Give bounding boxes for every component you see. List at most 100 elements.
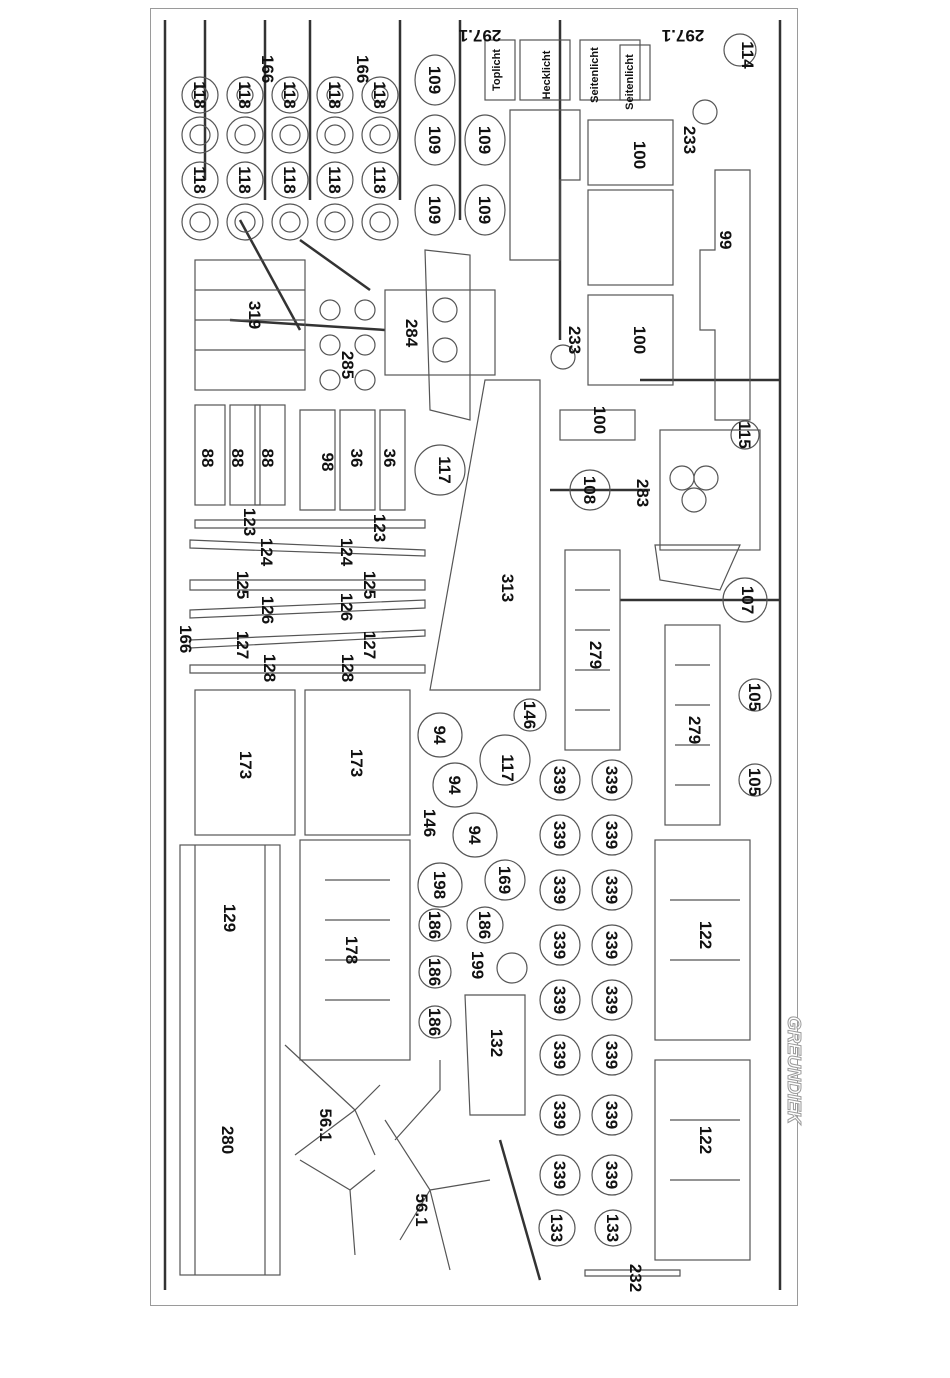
label-319: 319 xyxy=(245,301,264,329)
label-186: 186 xyxy=(425,1008,444,1036)
label-233: 233 xyxy=(680,126,699,154)
label-339: 339 xyxy=(602,931,621,959)
part-88-group xyxy=(194,404,286,506)
label-339: 339 xyxy=(602,766,621,794)
label-283: 283 xyxy=(633,479,652,507)
strip-parts-group xyxy=(189,519,426,674)
label-seitenlicht-2: Seitenlicht xyxy=(624,54,636,110)
part-285-group xyxy=(319,299,376,391)
label-166c: 166 xyxy=(176,625,195,653)
label-232: 232 xyxy=(626,1264,645,1292)
label-114: 114 xyxy=(738,41,757,69)
part-100-group xyxy=(559,119,674,441)
label-100: 100 xyxy=(630,141,649,169)
etch-sheet xyxy=(150,8,798,1306)
label-123: 123 xyxy=(240,508,259,536)
label-122: 122 xyxy=(696,1126,715,1154)
label-118: 118 xyxy=(280,166,299,193)
label-118: 118 xyxy=(325,166,344,193)
label-339: 339 xyxy=(602,1101,621,1129)
label-107: 107 xyxy=(738,586,757,614)
label-297-1b: 297.1 xyxy=(662,26,705,45)
part-319-group xyxy=(194,259,306,391)
label-339: 339 xyxy=(602,986,621,1014)
part-173-group xyxy=(194,689,411,836)
label-339: 339 xyxy=(550,1041,569,1069)
label-118: 118 xyxy=(235,166,254,193)
label-173: 173 xyxy=(347,749,366,777)
label-88: 88 xyxy=(228,449,247,468)
label-98: 98 xyxy=(318,453,337,472)
label-339: 339 xyxy=(602,876,621,904)
label-133: 133 xyxy=(547,1214,566,1242)
label-280: 280 xyxy=(218,1126,237,1154)
part-129-280-group xyxy=(179,844,281,1276)
label-124: 124 xyxy=(257,538,276,567)
label-285: 285 xyxy=(338,351,357,379)
label-339: 339 xyxy=(550,876,569,904)
label-233: 233 xyxy=(565,326,584,354)
label-36: 36 xyxy=(380,449,399,468)
label-toplicht: Toplicht xyxy=(491,49,503,91)
label-125: 125 xyxy=(233,571,252,599)
label-339: 339 xyxy=(550,931,569,959)
label-56-1: 56.1 xyxy=(412,1193,431,1226)
label-123: 123 xyxy=(370,514,389,542)
label-hecklicht: Hecklicht xyxy=(541,50,553,99)
label-109: 109 xyxy=(475,196,494,224)
label-279: 279 xyxy=(685,716,704,744)
label-94: 94 xyxy=(430,726,449,745)
label-128: 128 xyxy=(260,654,279,682)
label-126: 126 xyxy=(337,593,356,621)
label-178: 178 xyxy=(342,936,361,964)
lights-group xyxy=(484,39,651,101)
label-125: 125 xyxy=(360,571,379,599)
label-118: 118 xyxy=(190,166,209,193)
label-118: 118 xyxy=(370,81,389,108)
label-94: 94 xyxy=(445,776,464,795)
brand-watermark: GREUNDIEK xyxy=(784,1016,804,1126)
label-133: 133 xyxy=(603,1214,622,1242)
label-128: 128 xyxy=(338,654,357,682)
part-118-group xyxy=(181,76,399,241)
label-339: 339 xyxy=(550,1161,569,1189)
label-339-group: 339 339 339 339 339 339 339 339 339 339 … xyxy=(550,766,621,1189)
label-118: 118 xyxy=(370,166,389,193)
label-109: 109 xyxy=(425,66,444,94)
label-339: 339 xyxy=(550,821,569,849)
label-339: 339 xyxy=(550,766,569,794)
label-279: 279 xyxy=(586,641,605,669)
label-99: 99 xyxy=(716,231,735,250)
label-339: 339 xyxy=(550,1101,569,1129)
label-339: 339 xyxy=(602,821,621,849)
part-283-outline xyxy=(659,429,761,551)
part-313-outline xyxy=(429,379,541,691)
label-132: 132 xyxy=(487,1029,506,1057)
part-122-group xyxy=(654,839,751,1261)
sprue-lines xyxy=(163,20,782,1290)
label-339: 339 xyxy=(602,1041,621,1069)
label-129: 129 xyxy=(220,904,239,932)
label-115: 115 xyxy=(735,421,754,448)
label-94: 94 xyxy=(465,826,484,845)
label-186: 186 xyxy=(475,911,494,939)
label-124: 124 xyxy=(337,538,356,567)
label-109: 109 xyxy=(425,126,444,154)
part-99-outline xyxy=(699,169,751,421)
label-88: 88 xyxy=(258,449,277,468)
label-313: 313 xyxy=(498,574,517,602)
label-118: 118 xyxy=(190,81,209,108)
label-56-1: 56.1 xyxy=(316,1108,335,1141)
label-118: 118 xyxy=(325,81,344,108)
part-339-group xyxy=(539,759,633,1196)
part-56-1-group xyxy=(284,1044,491,1271)
label-100: 100 xyxy=(630,326,649,354)
label-118: 118 xyxy=(235,81,254,108)
label-100: 100 xyxy=(590,406,609,434)
label-seitenlicht-1: Seitenlicht xyxy=(589,47,601,103)
part-132-outline xyxy=(464,994,526,1116)
label-169: 169 xyxy=(495,866,514,894)
label-297-1a: 297.1 xyxy=(459,26,502,45)
label-118: 118 xyxy=(280,81,299,108)
label-146: 146 xyxy=(520,701,539,729)
